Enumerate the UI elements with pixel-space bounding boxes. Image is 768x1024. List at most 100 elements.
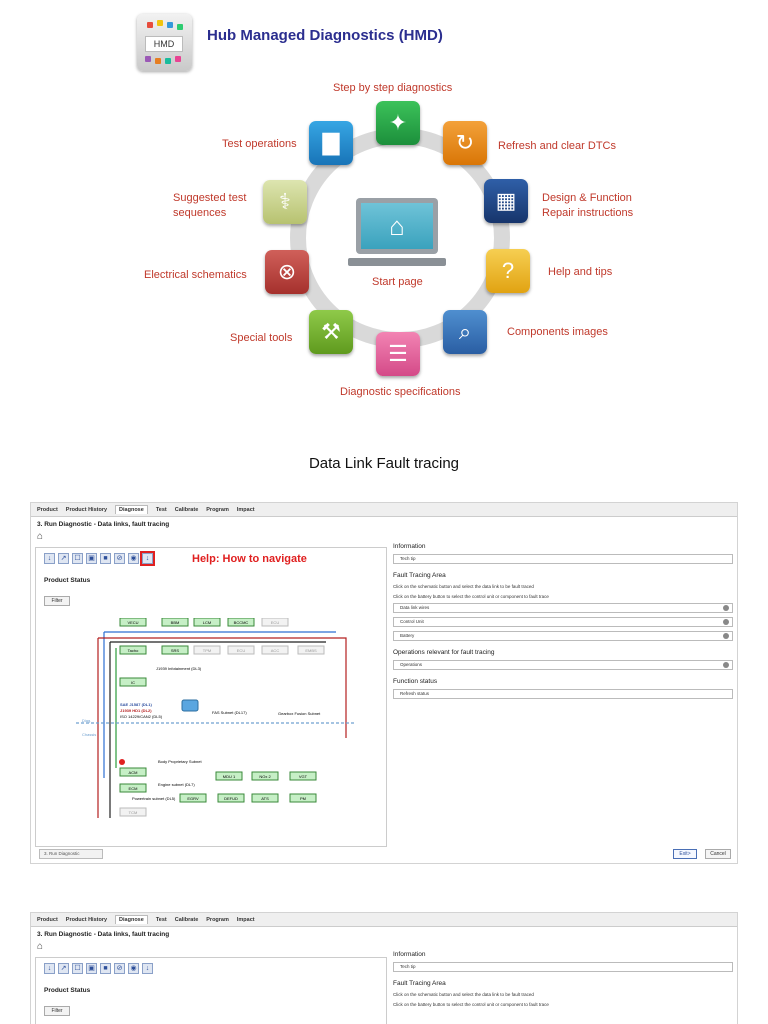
help-tips-node-icon[interactable]: ? — [486, 249, 530, 293]
product-status-title: Product Status — [44, 577, 91, 584]
label-iso: ISO 14229/CAN2 (DL5) — [120, 714, 163, 719]
label-sae-2: J1939 HD1 (DL2) — [120, 708, 152, 713]
ecu-mdu1: MDU 1 — [223, 774, 236, 779]
tab-product[interactable]: Product — [37, 506, 58, 513]
note-icon[interactable]: ☐ — [72, 553, 83, 564]
pin-icon[interactable]: ↓ — [44, 553, 55, 564]
gear-icon[interactable] — [723, 605, 729, 611]
ecu-vgt: VGT — [299, 774, 308, 779]
suggested-test-node-icon[interactable]: ⚕ — [263, 180, 307, 224]
step-select[interactable]: 3. Run Diagnostic — [39, 849, 103, 859]
tab-program[interactable]: Program — [206, 916, 229, 923]
label-j1939: J1939 Infotainment (DL3) — [156, 666, 202, 671]
cursor-icon[interactable]: ↗ — [58, 963, 69, 974]
no-signal-icon[interactable]: ⊘ — [114, 553, 125, 564]
tab-test[interactable]: Test — [155, 916, 167, 923]
product-status-title: Product Status — [44, 987, 91, 994]
navigate-help-icon[interactable]: ↓ — [142, 963, 153, 974]
battery-bar[interactable]: Battery — [393, 631, 733, 641]
tab-impact[interactable]: Impact — [236, 916, 255, 923]
operations-bar[interactable]: Operations — [393, 660, 733, 670]
ecu-unknown: ECU — [271, 620, 280, 625]
filter-button[interactable]: Filter — [44, 596, 70, 606]
ecu-r2: ECU — [237, 648, 246, 653]
schematic-pane: ↓ ↗ ☐ ▣ ■ ⊘ ◉ ↓ Help: How to navigate Pr… — [35, 547, 387, 847]
toolbar: ↓ ↗ ☐ ▣ ■ ⊘ ◉ ↓ — [44, 551, 155, 566]
tech-tip-bar[interactable]: Tech tip — [393, 554, 733, 564]
logo-text: HMD — [145, 36, 183, 52]
tab-product-history[interactable]: Product History — [65, 506, 108, 513]
tech-tip-label: Tech tip — [400, 964, 416, 969]
diagnostic-specs-node-icon[interactable]: ☰ — [376, 332, 420, 376]
globe-icon[interactable]: ◉ — [128, 553, 139, 564]
ecu-tacho: Tacho — [128, 648, 139, 653]
ecu-embs: EMBS — [305, 648, 317, 653]
tab-bar: Product Product History Diagnose Test Ca… — [31, 503, 737, 517]
tab-impact[interactable]: Impact — [236, 506, 255, 513]
data-link-wires-label: Data link wires — [400, 605, 430, 610]
cursor-icon[interactable]: ↗ — [58, 553, 69, 564]
components-images-node-icon[interactable]: ⌕ — [443, 310, 487, 354]
tab-program[interactable]: Program — [206, 506, 229, 513]
cancel-button[interactable]: Cancel — [705, 849, 731, 859]
battery-icon[interactable]: ▣ — [86, 553, 97, 564]
schematic-pane: ↓ ↗ ☐ ▣ ■ ⊘ ◉ ↓ Product Status Filter — [35, 957, 387, 1024]
hmd-title: Hub Managed Diagnostics (HMD) — [207, 27, 443, 44]
globe-icon[interactable]: ◉ — [128, 963, 139, 974]
exit-button[interactable]: Exit> — [673, 849, 697, 859]
page-title: 3. Run Diagnostic - Data links, fault tr… — [37, 931, 170, 938]
home-icon[interactable]: ⌂ — [37, 531, 44, 542]
step-diagnostics-label: Step by step diagnostics — [333, 82, 453, 94]
no-signal-icon[interactable]: ⊘ — [114, 963, 125, 974]
operations-heading: Operations relevant for fault tracing — [393, 649, 495, 656]
fault-tracing-heading: Fault Tracing Area — [393, 572, 446, 579]
filter-button[interactable]: Filter — [44, 1006, 70, 1016]
components-images-label: Components images — [507, 326, 608, 338]
ecu-lcm: LCM — [203, 620, 211, 625]
gear-icon[interactable] — [723, 633, 729, 639]
tab-test[interactable]: Test — [155, 506, 167, 513]
special-tools-label: Special tools — [230, 332, 293, 344]
start-page-computer[interactable]: ⌂ — [356, 198, 438, 254]
tab-product-history[interactable]: Product History — [65, 916, 108, 923]
label-chassis: Chassis — [82, 732, 96, 737]
navigate-help-icon[interactable]: ↓ — [140, 551, 155, 566]
pin-icon[interactable]: ↓ — [44, 963, 55, 974]
note-icon[interactable]: ☐ — [72, 963, 83, 974]
label-gearbox: Gearbox Fusion Subnet — [278, 711, 321, 716]
electrical-schematics-node-icon[interactable]: ⊗ — [265, 250, 309, 294]
ecu-tpm: TPM — [203, 648, 211, 653]
test-operations-node-icon[interactable]: ▇ — [309, 121, 353, 165]
computer-base — [348, 258, 446, 266]
label-engine: Engine subnet (DL7) — [158, 782, 195, 787]
tab-diagnose[interactable]: Diagnose — [115, 915, 148, 924]
gear-icon[interactable] — [723, 619, 729, 625]
ecu-srs: SRS — [171, 648, 180, 653]
bus-red — [97, 637, 347, 818]
home-icon[interactable]: ⌂ — [37, 941, 44, 952]
refresh-dtc-node-icon[interactable]: ↻ — [443, 121, 487, 165]
data-link-wires-bar[interactable]: Data link wires — [393, 603, 733, 613]
gear-icon[interactable] — [723, 662, 729, 668]
ecu-ic: IC — [131, 680, 135, 685]
design-function-node-icon[interactable]: ▦ — [484, 179, 528, 223]
tab-product[interactable]: Product — [37, 916, 58, 923]
tab-diagnose[interactable]: Diagnose — [115, 505, 148, 514]
tab-calibrate[interactable]: Calibrate — [174, 506, 199, 513]
bus-black — [109, 641, 326, 818]
diagnostic-screen-1: Product Product History Diagnose Test Ca… — [30, 502, 738, 864]
tab-calibrate[interactable]: Calibrate — [174, 916, 199, 923]
instruction-battery: Click on the battery button to select th… — [393, 1002, 549, 1007]
section-title: Data Link Fault tracing — [308, 455, 460, 472]
step-diagnostics-node-icon[interactable]: ✦ — [376, 101, 420, 145]
tech-tip-bar[interactable]: Tech tip — [393, 962, 733, 972]
page-title: 3. Run Diagnostic - Data links, fault tr… — [37, 521, 170, 528]
ecu-nox2: NOx 2 — [259, 774, 271, 779]
refresh-status-bar[interactable]: Refresh status — [393, 689, 733, 699]
camera-icon[interactable]: ■ — [100, 963, 111, 974]
suggested-test-label-2: sequences — [173, 207, 227, 219]
special-tools-node-icon[interactable]: ⚒ — [309, 310, 353, 354]
camera-icon[interactable]: ■ — [100, 553, 111, 564]
battery-icon[interactable]: ▣ — [86, 963, 97, 974]
control-unit-bar[interactable]: Control Unit — [393, 617, 733, 627]
